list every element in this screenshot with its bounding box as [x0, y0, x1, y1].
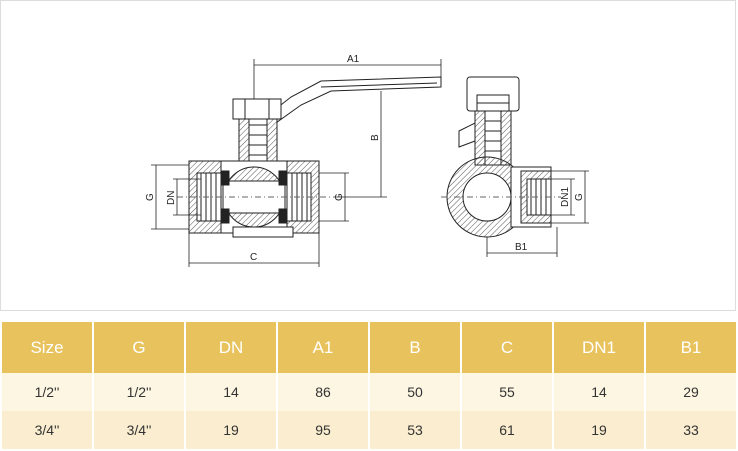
header-dn1: DN1	[554, 322, 644, 373]
cell-a1: 86	[278, 373, 368, 411]
header-a1: A1	[278, 322, 368, 373]
table-row: 1/2'' 1/2'' 14 86 50 55 14 29	[2, 373, 736, 411]
cell-a1: 95	[278, 411, 368, 449]
dim-label-b1: B1	[515, 242, 528, 253]
technical-drawing-panel: A1 B C G DN G	[0, 0, 736, 311]
header-size: Size	[2, 322, 92, 373]
dim-label-dn1: DN1	[560, 187, 571, 207]
spec-table: Size G DN A1 B C DN1 B1 1/2'' 1/2'' 14 8…	[0, 322, 738, 449]
side-view	[441, 76, 561, 238]
dim-label-g-right: G	[334, 193, 345, 201]
dim-label-dn: DN	[166, 191, 177, 205]
header-b: B	[370, 322, 460, 373]
cell-b: 50	[370, 373, 460, 411]
cell-c: 55	[462, 373, 552, 411]
cell-g: 1/2''	[94, 373, 184, 411]
side-dimensions	[486, 170, 589, 257]
front-view	[177, 76, 442, 238]
header-dn: DN	[186, 322, 276, 373]
cell-size: 1/2''	[2, 373, 92, 411]
cell-dn1: 19	[554, 411, 644, 449]
dim-label-g-side: G	[574, 193, 585, 201]
cell-size: 3/4''	[2, 411, 92, 449]
dim-label-g-left: G	[145, 193, 156, 201]
dim-label-b: B	[370, 134, 381, 141]
table-row: 3/4'' 3/4'' 19 95 53 61 19 33	[2, 411, 736, 449]
header-c: C	[462, 322, 552, 373]
cell-b: 53	[370, 411, 460, 449]
front-dimensions	[151, 59, 442, 267]
header-b1: B1	[646, 322, 736, 373]
dim-label-a1: A1	[347, 54, 360, 65]
dim-label-c: C	[250, 252, 257, 263]
cell-g: 3/4''	[94, 411, 184, 449]
cell-b1: 29	[646, 373, 736, 411]
cell-dn: 19	[186, 411, 276, 449]
cell-dn1: 14	[554, 373, 644, 411]
cell-dn: 14	[186, 373, 276, 411]
ball-valve-drawing: A1 B C G DN G	[145, 54, 589, 267]
table-header-row: Size G DN A1 B C DN1 B1	[2, 322, 736, 373]
cell-c: 61	[462, 411, 552, 449]
cell-b1: 33	[646, 411, 736, 449]
header-g: G	[94, 322, 184, 373]
